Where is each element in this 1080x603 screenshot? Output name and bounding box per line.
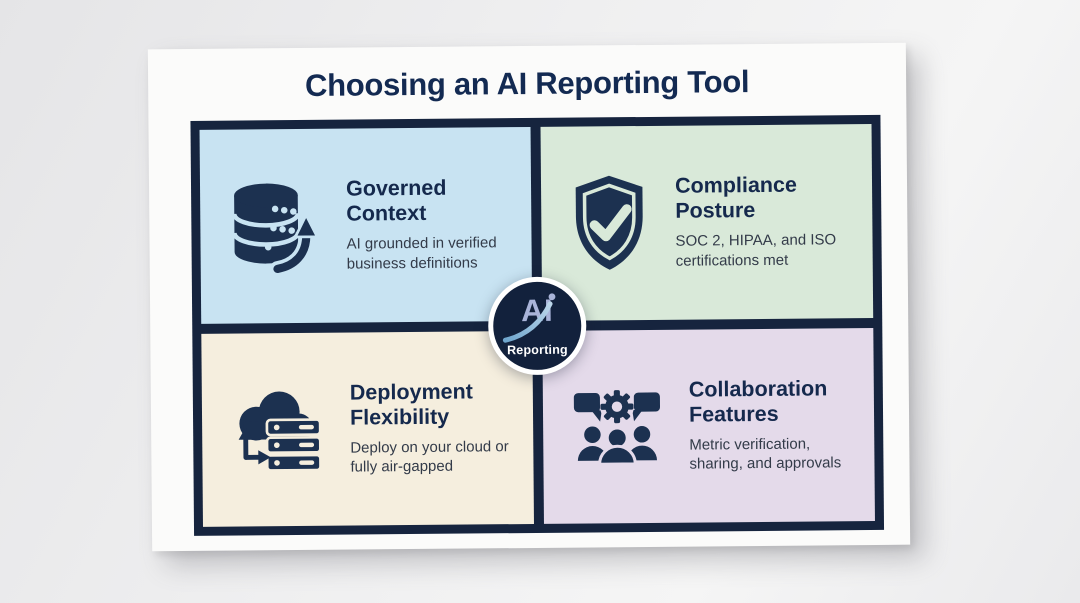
quadrant-title: Governed Context [345,175,447,226]
quadrant-grid: Governed Context AI grounded in verified… [190,114,885,536]
shield-check-icon [565,172,654,274]
page-title: Choosing an AI Reporting Tool [304,64,750,103]
quadrant-desc: AI grounded in verified business definit… [346,234,497,273]
quadrant-title: Collaboration Features [688,376,828,427]
people-gear-icon [567,380,668,473]
quadrant-deployment-flexibility: Deployment Flexibility Deploy on your cl… [201,330,534,527]
ai-reporting-badge: AI Reporting [487,276,587,375]
quadrant-desc: Deploy on your cloud or fully air-gapped [350,438,509,476]
quadrant-desc: Metric verification, sharing, and approv… [689,435,842,473]
cloud-server-icon [226,382,329,477]
quadrant-title: Deployment Flexibility [349,379,473,430]
quadrant-governed-context: Governed Context AI grounded in verified… [199,126,533,324]
badge-brand-text: AI [520,292,554,328]
quadrant-desc: SOC 2, HIPAA, and ISO certifications met [675,231,837,270]
badge-reporting-text: Reporting [506,342,568,357]
quadrant-collaboration-features: Collaboration Features Metric verificati… [542,327,875,524]
quadrant-title: Compliance Posture [674,172,798,223]
quadrant-compliance-posture: Compliance Posture SOC 2, HIPAA, and ISO… [540,124,874,321]
database-icon [224,175,325,278]
infographic-card: Choosing an AI Reporting Tool [147,42,911,552]
